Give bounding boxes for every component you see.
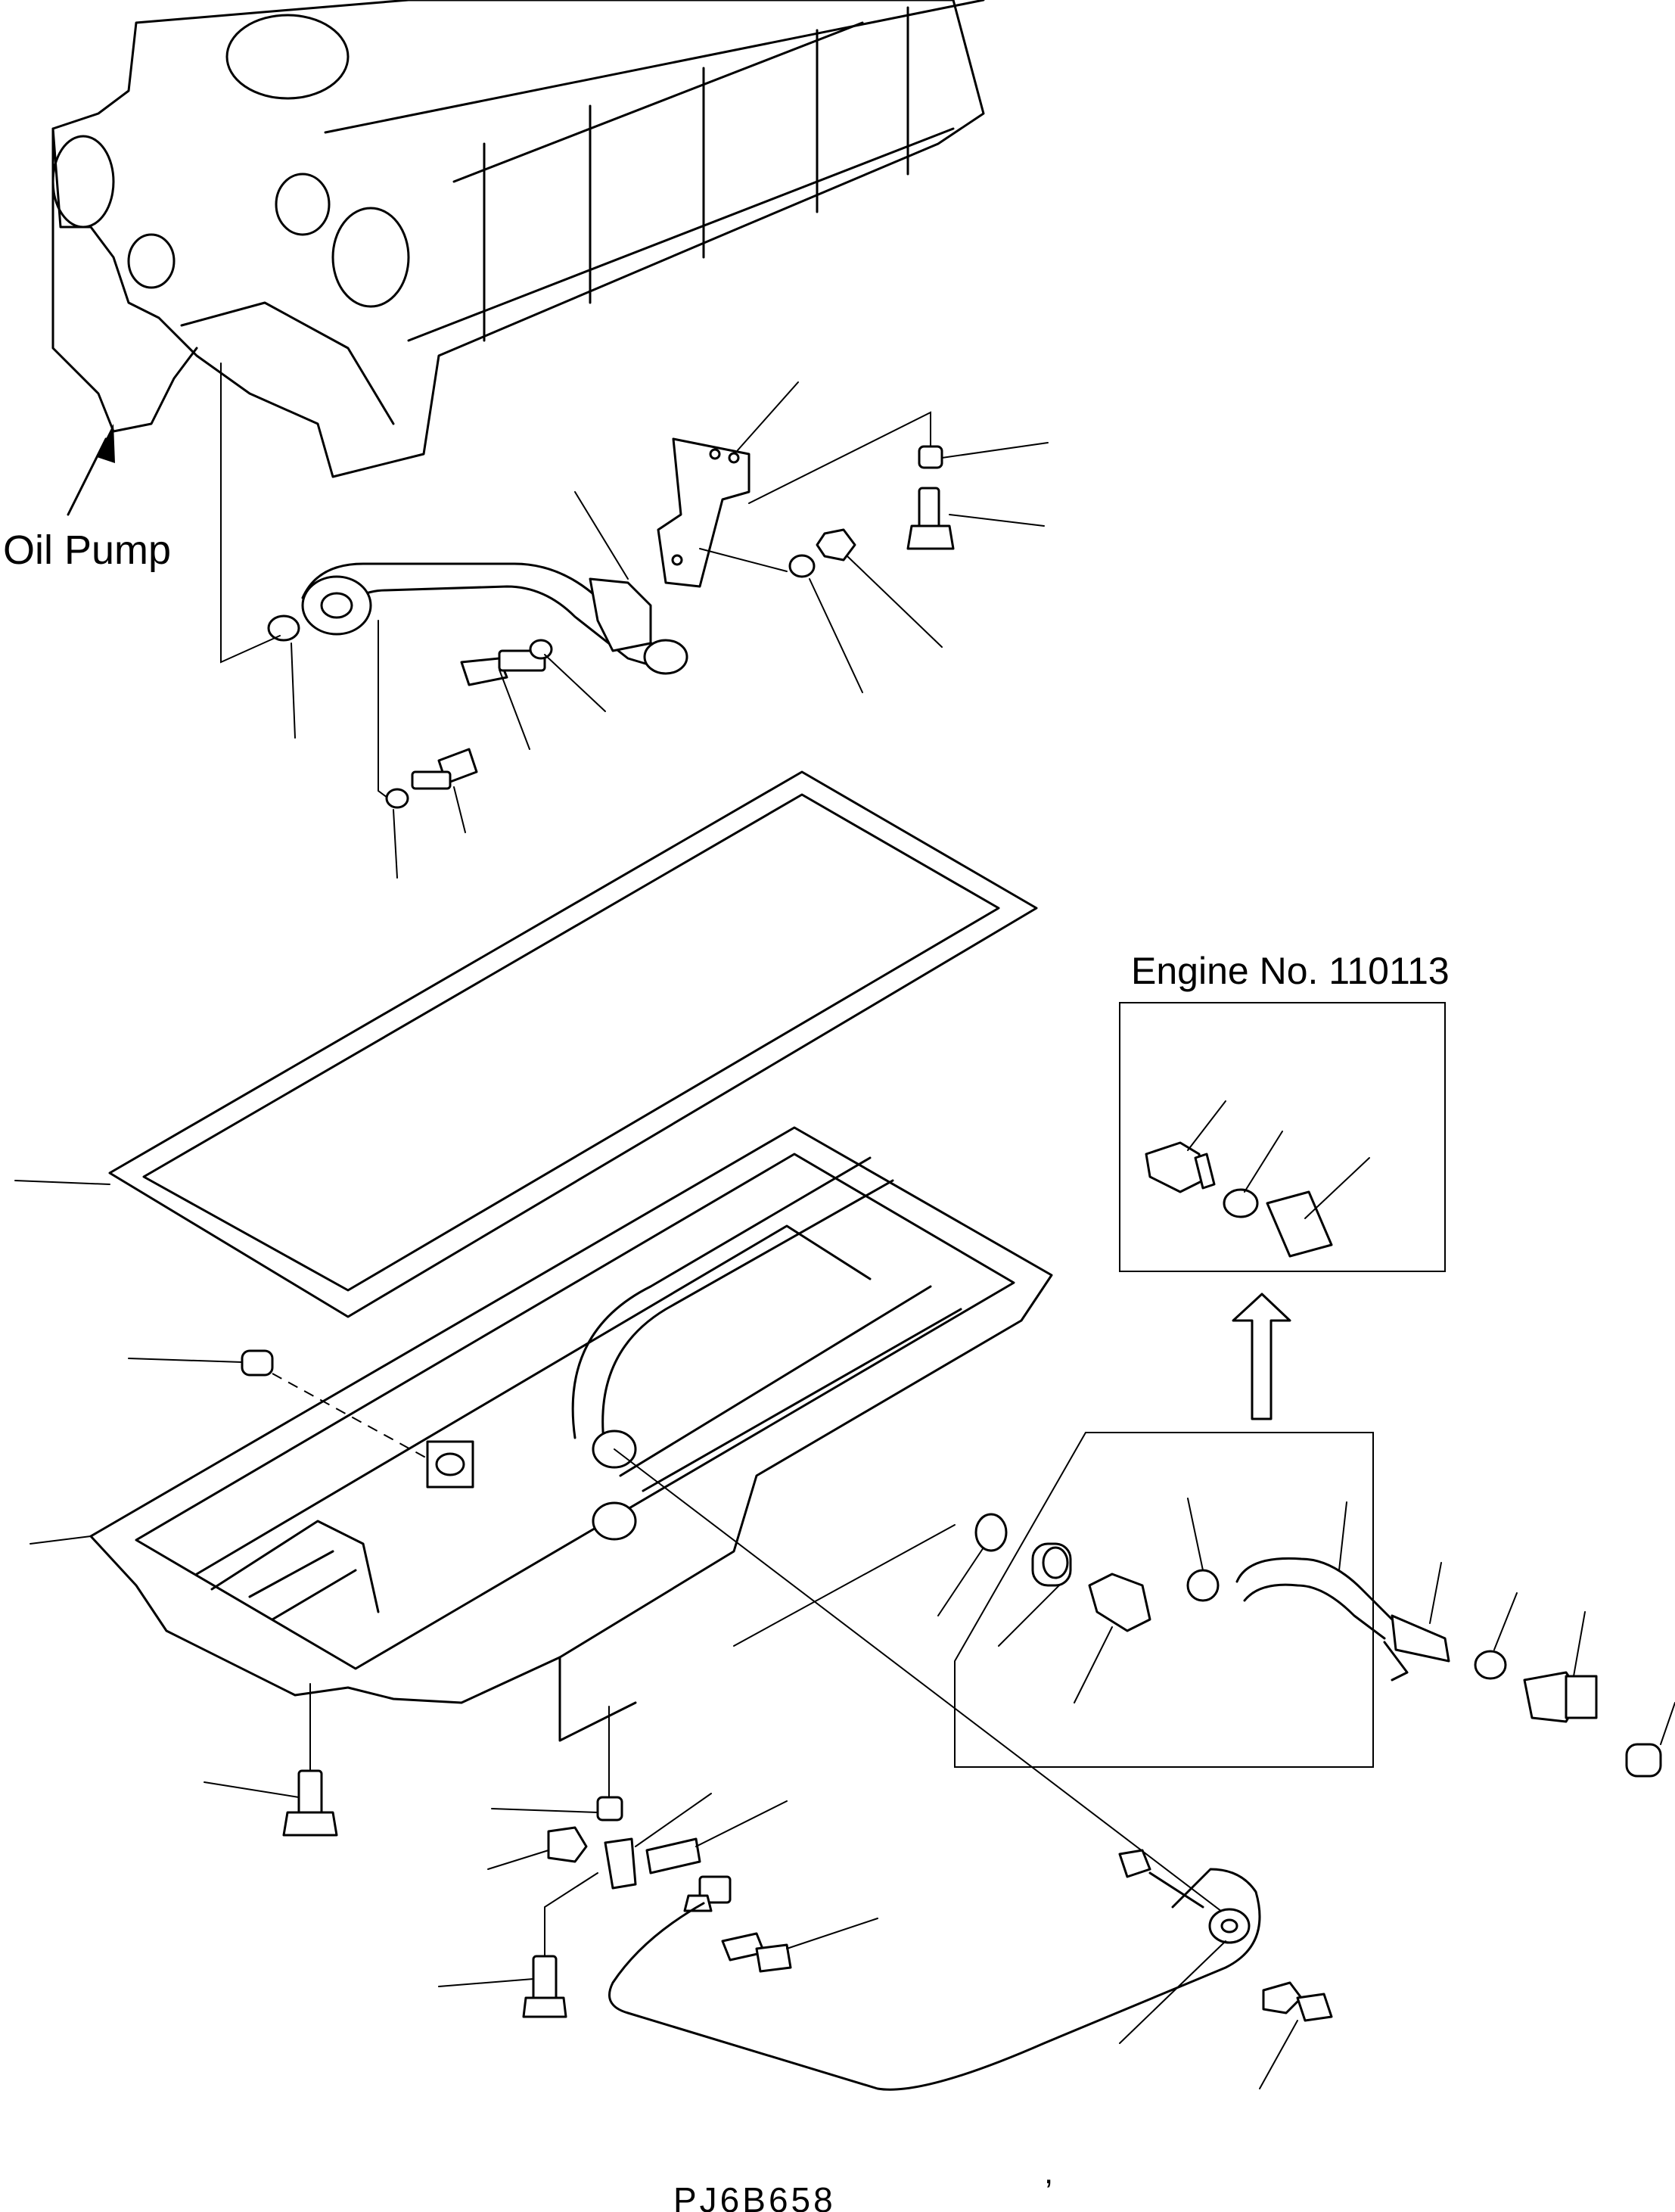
oil-pan-gasket [14, 770, 1038, 1318]
oil-pan [30, 1126, 1053, 1742]
oil-pump-callout [67, 424, 115, 516]
engine-number-detail-box [1119, 1002, 1446, 1272]
oil-pump-label: Oil Pump [3, 527, 171, 573]
bracket-assembly [657, 381, 1049, 693]
drawing-code: PJ6B658 [673, 2180, 836, 2212]
drawing-mark: , [1044, 2154, 1053, 2191]
harness-bolts [721, 1918, 1333, 2089]
sensor-bracket-parts [438, 1706, 788, 2018]
engine-block [51, 0, 985, 478]
breather-detail-box [733, 1432, 1675, 1778]
up-arrow-icon [1232, 1293, 1291, 1420]
pan-bolt [204, 1683, 338, 1837]
arrow-head-icon [97, 424, 115, 463]
suction-pipe [301, 491, 688, 675]
engine-number-label: Engine No. 110113 [1131, 950, 1450, 992]
sensor-harness [608, 1849, 1261, 2091]
o-ring [267, 614, 300, 642]
drain-plug [128, 1349, 432, 1461]
pan-boss-lower [592, 1501, 637, 1541]
pipe-bolts [385, 639, 606, 879]
